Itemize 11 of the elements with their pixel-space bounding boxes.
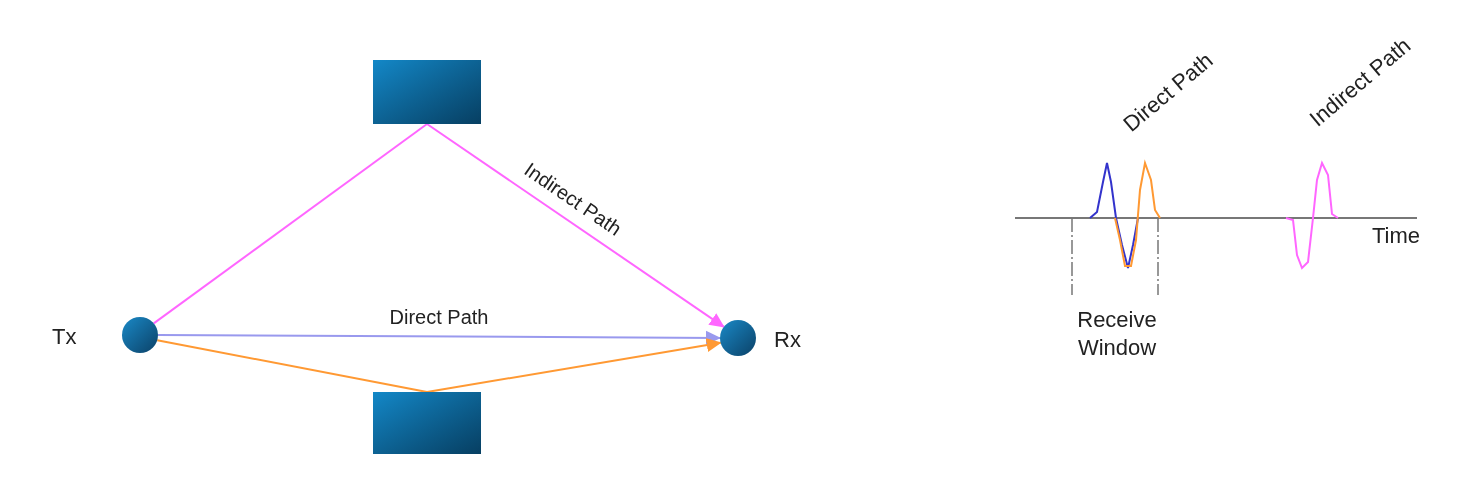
block-rect bbox=[373, 392, 481, 454]
connector-line bbox=[156, 339, 428, 393]
arrow bbox=[157, 330, 721, 345]
arrow bbox=[426, 338, 722, 393]
chart-label: Receive Window bbox=[1076, 306, 1158, 362]
node-label: Tx bbox=[52, 323, 77, 351]
arrow bbox=[426, 123, 725, 328]
block-rect bbox=[373, 60, 481, 124]
connector-line bbox=[152, 123, 428, 325]
chart-label: Time bbox=[1371, 221, 1421, 250]
node-label: Rx bbox=[774, 326, 801, 354]
